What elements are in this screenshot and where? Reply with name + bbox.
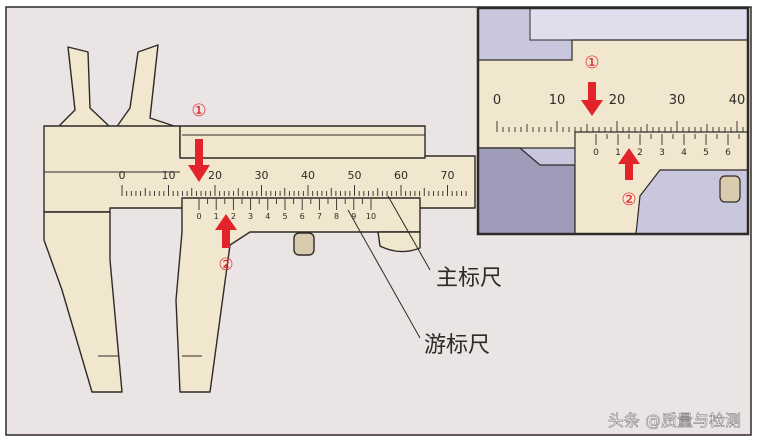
scale-number: 4 [681,148,687,158]
inset-frame [476,6,750,236]
scale-number: 4 [265,212,270,221]
inset-zoom: 0 10 20 30 40 0 1 2 3 4 5 6 ① ② [478,8,748,234]
scale-number: 1 [615,148,621,158]
main-markers: ① ② [188,101,237,275]
scale-number: 40 [729,93,746,108]
pointer-down-arrow [188,139,210,182]
scale-number: 0 [593,148,599,158]
inset-marker-two: ② [621,190,636,210]
scale-number: 60 [394,169,408,182]
scale-number: 3 [659,148,665,158]
scale-number: 3 [248,212,253,221]
scale-number: 10 [366,212,376,221]
scale-number: 0 [119,169,126,182]
scale-number: 2 [231,212,236,221]
lock-screw [293,232,315,256]
scale-number: 5 [703,148,709,158]
marker-one-label: ① [191,101,206,121]
scale-number: 6 [725,148,731,158]
caliper [43,44,476,393]
scale-number: 20 [208,169,222,182]
callouts [347,195,431,339]
main-scale: 0 10 20 30 40 50 60 70 [119,169,467,196]
scale-number: 40 [301,169,315,182]
inset-marker-one: ① [584,53,599,73]
scale-number: 70 [441,169,455,182]
vernier-scale-label: 游标尺 [424,333,490,358]
inset-vernier-scale: 0 1 2 3 4 5 6 [593,134,740,158]
scale-number: 0 [196,212,201,221]
slider-head [179,125,426,159]
marker-two-label: ② [218,255,233,275]
scale-number: 10 [549,93,566,108]
scale-number: 6 [300,212,305,221]
scale-number: 10 [162,169,176,182]
scale-number: 30 [255,169,269,182]
pointer-up-arrow [215,214,237,248]
lower-fixed-jaw [43,211,123,393]
watermark: 头条 @质量与检测 [608,411,741,430]
main-scale-label: 主标尺 [436,266,502,291]
slider-lower [175,197,421,393]
scale-number: 7 [317,212,322,221]
scale-number: 30 [669,93,686,108]
scale-number: 1 [214,212,219,221]
vernier-scale: 0 1 2 3 4 5 6 7 8 9 10 [196,199,376,221]
scale-number: 8 [334,212,339,221]
thumb-wheel-mount [377,231,421,253]
scale-number: 0 [493,93,501,108]
inset-pointer-up [618,148,640,180]
inset-main-scale: 0 10 20 30 40 [493,93,746,132]
inset-pointer-down [581,82,603,116]
scale-number: 50 [348,169,362,182]
scale-number: 9 [351,212,356,221]
scale-number: 5 [282,212,287,221]
scale-number: 2 [637,148,643,158]
scale-number: 20 [609,93,626,108]
